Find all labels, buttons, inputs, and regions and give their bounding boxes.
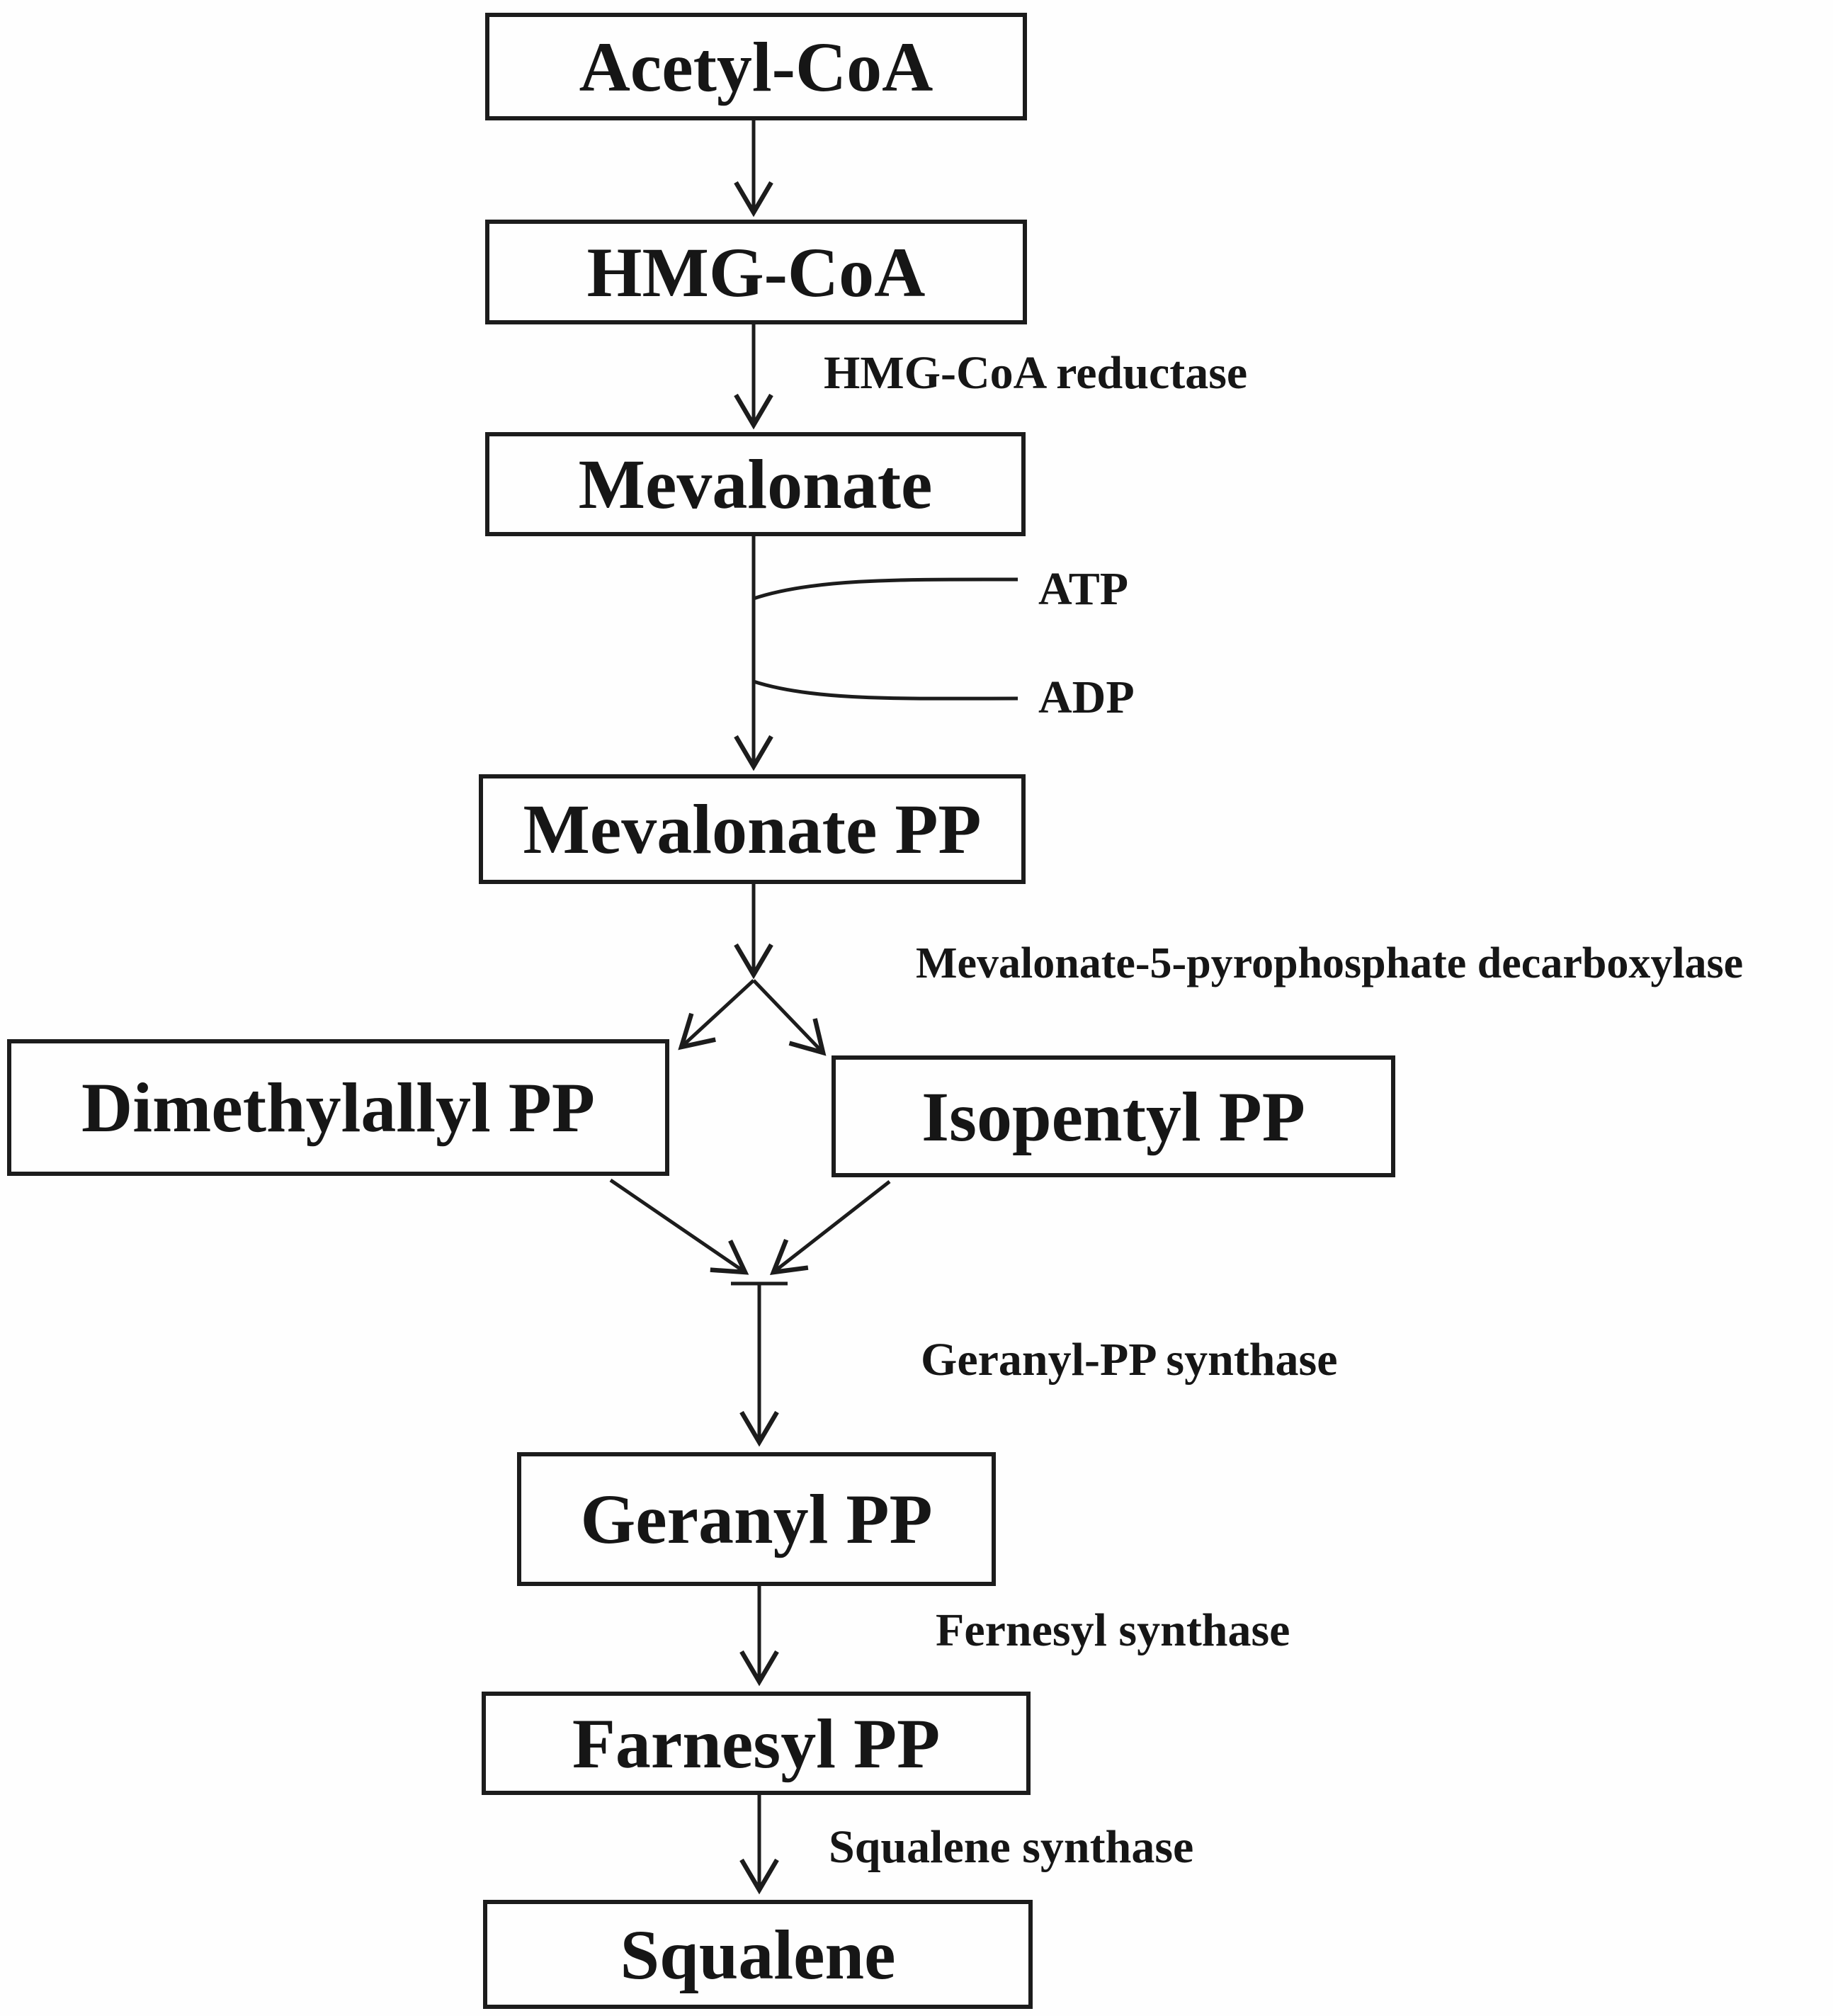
cofactor-label-atp: ATP (1038, 563, 1129, 615)
node-geranyl-pp-label: Geranyl PP (580, 1480, 933, 1558)
enzyme-label-geranyl-pp-synthase: Geranyl-PP synthase (921, 1334, 1338, 1386)
node-mevalonate-pp: Mevalonate PP (479, 774, 1026, 884)
node-acetyl-coa-label: Acetyl-CoA (579, 27, 933, 106)
node-isopentyl-pp-label: Isopentyl PP (921, 1077, 1305, 1156)
node-mevalonate: Mevalonate (485, 432, 1026, 536)
node-hmg-coa: HMG-CoA (485, 220, 1027, 324)
node-isopentyl-pp: Isopentyl PP (832, 1055, 1395, 1177)
node-farnesyl-pp: Farnesyl PP (482, 1692, 1031, 1795)
enzyme-label-squalene-synthase: Squalene synthase (829, 1821, 1194, 1873)
adp-branch-line (753, 679, 1018, 701)
split-arrow-right (752, 979, 827, 1056)
split-arrow-left (678, 979, 755, 1051)
node-acetyl-coa: Acetyl-CoA (485, 13, 1027, 120)
node-farnesyl-pp-label: Farnesyl PP (572, 1704, 941, 1783)
cofactor-label-adp: ADP (1038, 672, 1135, 723)
node-squalene: Squalene (483, 1900, 1033, 2009)
converge-right-arrow (769, 1180, 891, 1275)
enzyme-label-fernesyl-synthase: Fernesyl synthase (936, 1604, 1290, 1656)
node-mevalonate-pp-label: Mevalonate PP (523, 790, 982, 868)
enzyme-label-decarboxylase: Mevalonate-5-pyrophosphate decarboxylase (916, 939, 1744, 987)
atp-branch-line (753, 577, 1018, 601)
node-mevalonate-label: Mevalonate (578, 445, 933, 523)
enzyme-label-hmg-coa-reductase: HMG-CoA reductase (824, 347, 1248, 399)
converge-left-arrow (609, 1178, 749, 1275)
node-squalene-label: Squalene (620, 1915, 896, 1994)
node-dimethylallyl-pp: Dimethylallyl PP (7, 1039, 669, 1176)
node-dimethylallyl-pp-label: Dimethylallyl PP (81, 1068, 595, 1147)
node-hmg-coa-label: HMG-CoA (586, 232, 926, 312)
node-geranyl-pp: Geranyl PP (517, 1452, 996, 1586)
